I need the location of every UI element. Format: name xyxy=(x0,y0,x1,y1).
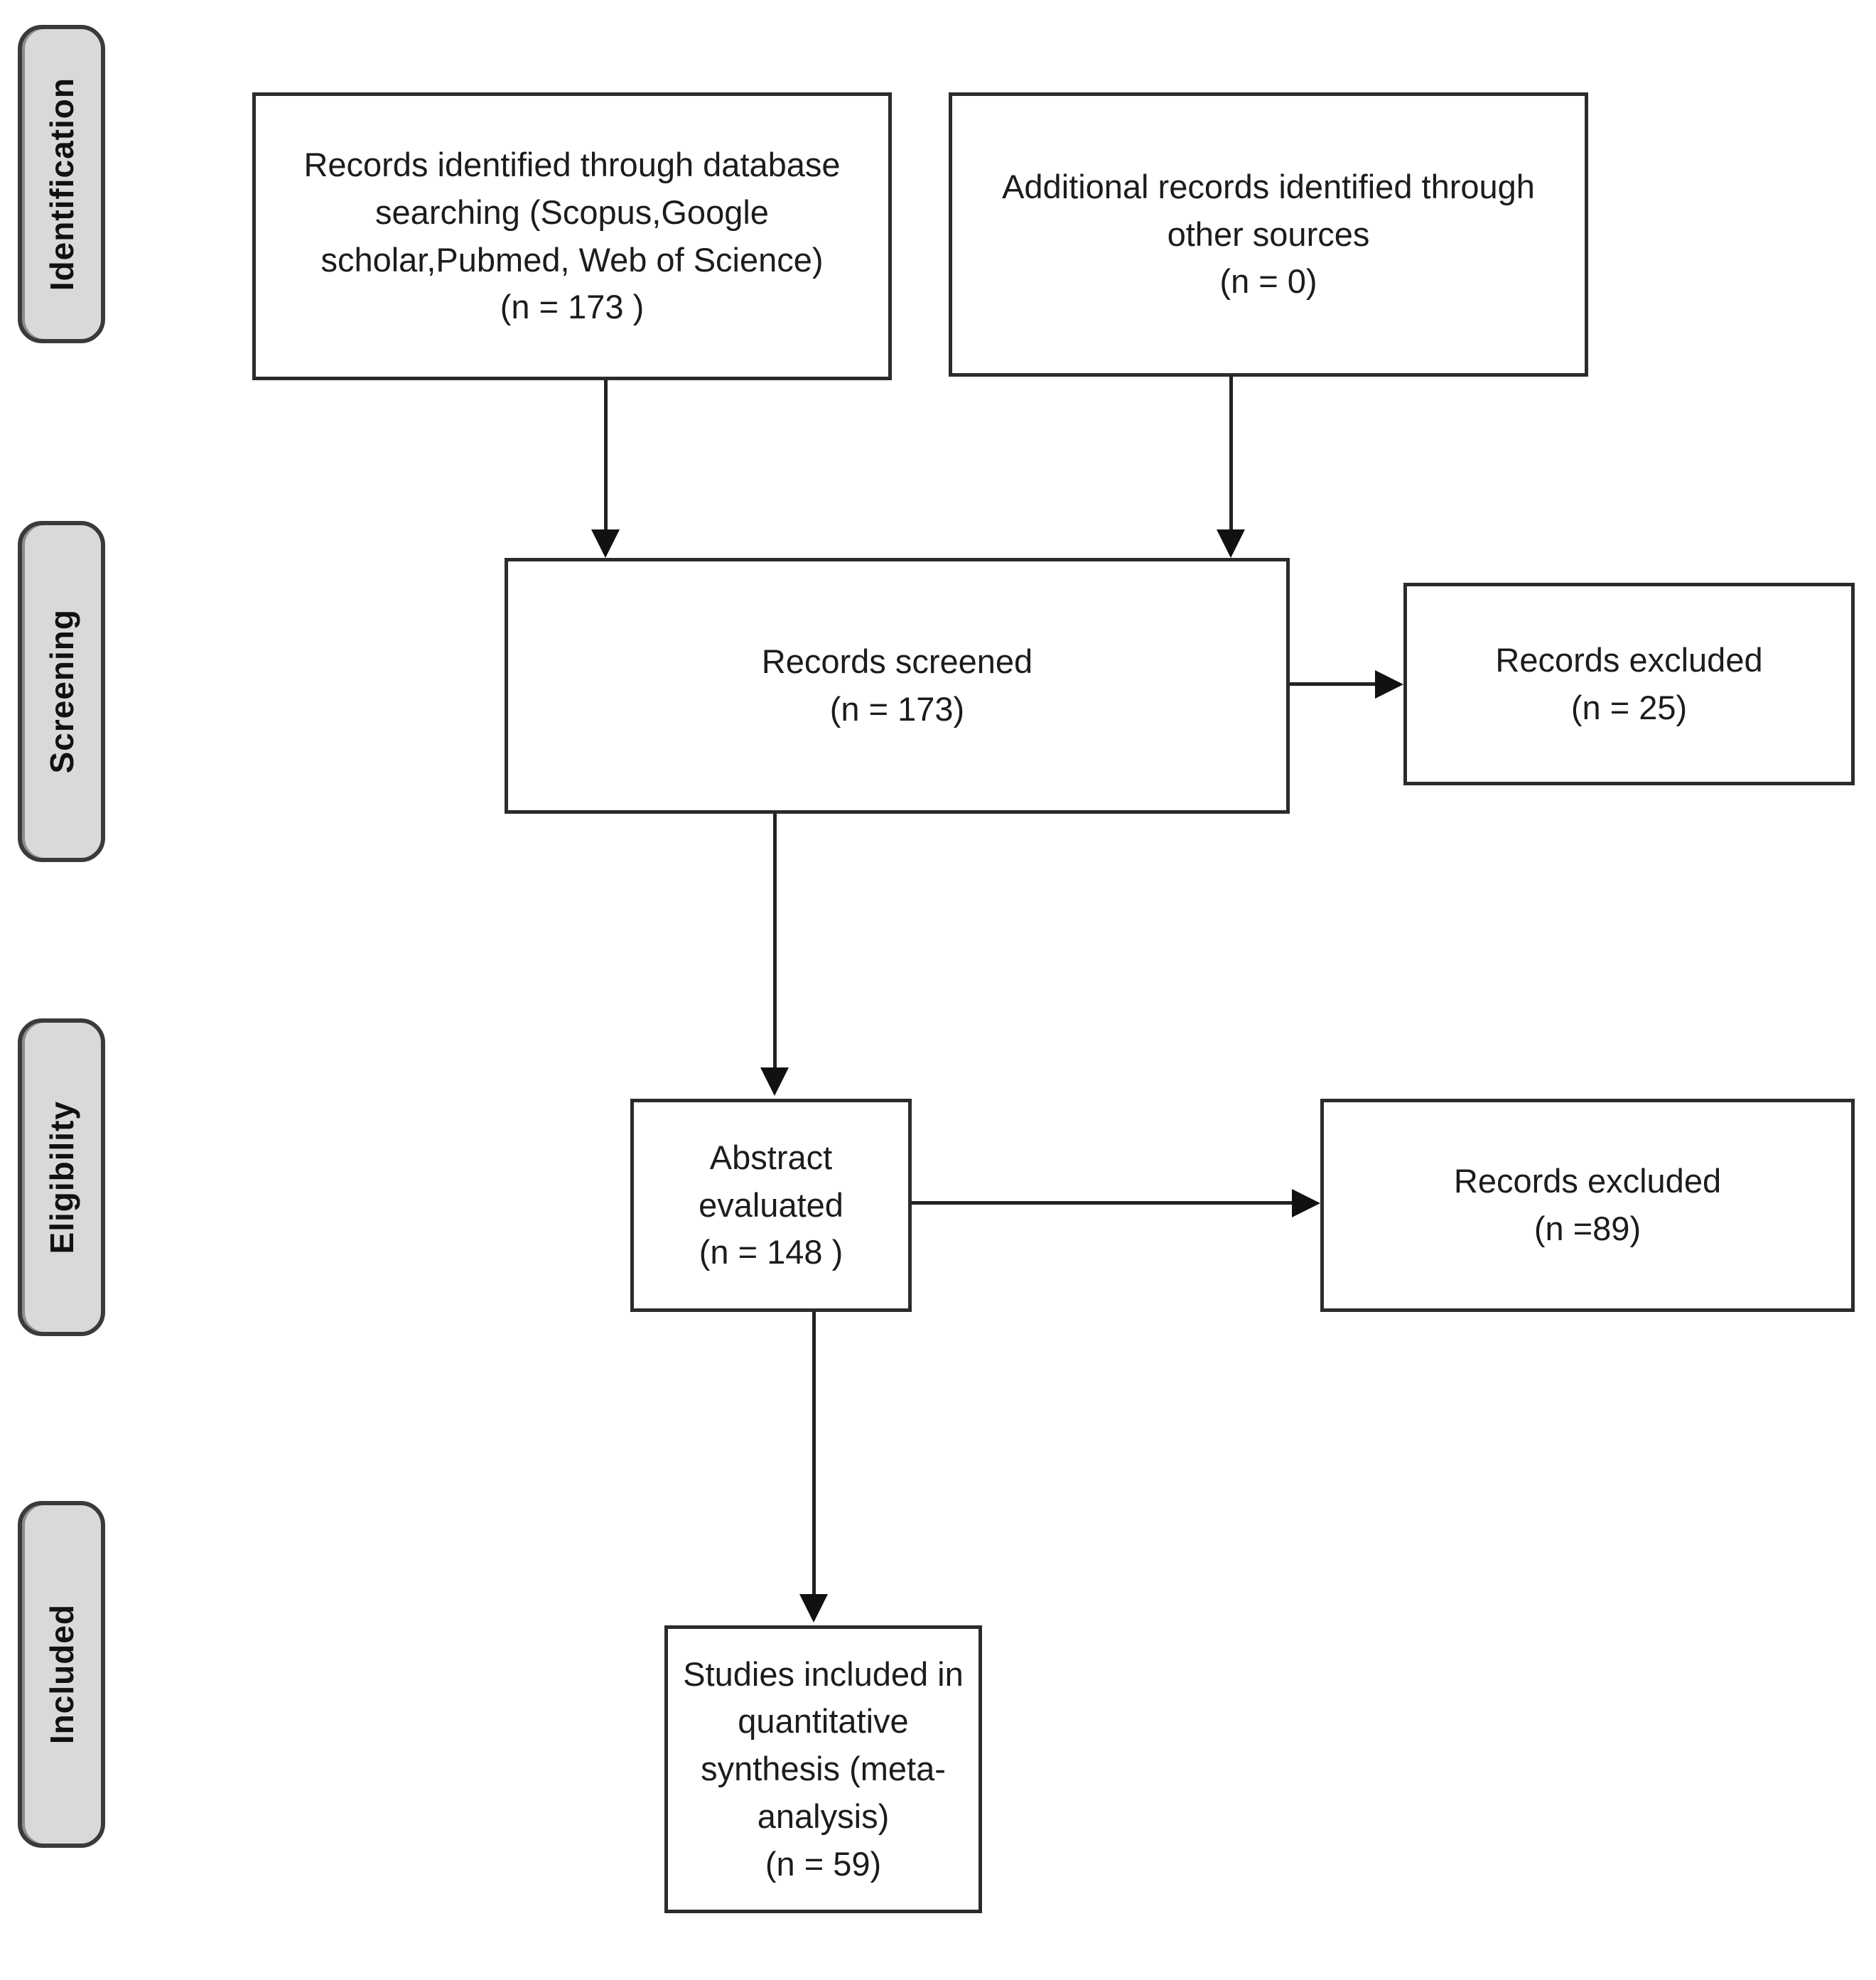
box-studies-included: Studies included in quantitative synthes… xyxy=(664,1625,982,1913)
connector-abstract-to-excluded xyxy=(912,1201,1295,1205)
box-additional-records-other-sources: Additional records identified through ot… xyxy=(949,92,1588,377)
box-records-identified-database: Records identified through database sear… xyxy=(252,92,892,380)
connector-database-to-screened xyxy=(604,380,608,533)
box-abstract-evaluated-text: Abstract evaluated (n = 148 ) xyxy=(699,1138,843,1271)
stage-label-identification: Identification xyxy=(43,77,80,291)
arrowhead-abstract-to-excluded-icon xyxy=(1292,1189,1320,1217)
arrowhead-screened-to-excluded-icon xyxy=(1375,670,1403,699)
stage-pill-eligibility: Eligibility xyxy=(18,1018,105,1336)
box-records-excluded-eligibility-text: Records excluded (n =89) xyxy=(1453,1162,1722,1247)
arrowhead-database-to-screened-icon xyxy=(591,529,620,558)
stage-pill-identification: Identification xyxy=(18,25,105,343)
connector-screened-to-excluded xyxy=(1290,682,1379,686)
box-records-excluded-eligibility: Records excluded (n =89) xyxy=(1320,1099,1855,1312)
stage-pill-included: Included xyxy=(18,1501,105,1848)
box-records-identified-database-text: Records identified through database sear… xyxy=(303,146,841,326)
box-records-screened-text: Records screened (n = 173) xyxy=(761,642,1033,728)
stage-label-screening: Screening xyxy=(43,609,80,774)
box-additional-records-other-sources-text: Additional records identified through ot… xyxy=(1002,167,1535,301)
arrowhead-other-sources-to-screened-icon xyxy=(1217,529,1245,558)
box-records-excluded-screening-text: Records excluded (n = 25) xyxy=(1495,640,1763,726)
box-records-excluded-screening: Records excluded (n = 25) xyxy=(1403,583,1855,785)
connector-screened-to-abstract xyxy=(773,814,777,1070)
box-studies-included-text: Studies included in quantitative synthes… xyxy=(683,1655,964,1883)
box-records-screened: Records screened (n = 173) xyxy=(505,558,1290,814)
stage-label-eligibility: Eligibility xyxy=(43,1100,80,1254)
connector-abstract-to-included xyxy=(812,1312,816,1596)
arrowhead-abstract-to-included-icon xyxy=(799,1594,828,1623)
arrowhead-screened-to-abstract-icon xyxy=(760,1067,789,1096)
connector-other-sources-to-screened xyxy=(1229,377,1233,533)
stage-label-included: Included xyxy=(43,1604,80,1745)
stage-pill-screening: Screening xyxy=(18,521,105,862)
box-abstract-evaluated: Abstract evaluated (n = 148 ) xyxy=(630,1099,912,1312)
